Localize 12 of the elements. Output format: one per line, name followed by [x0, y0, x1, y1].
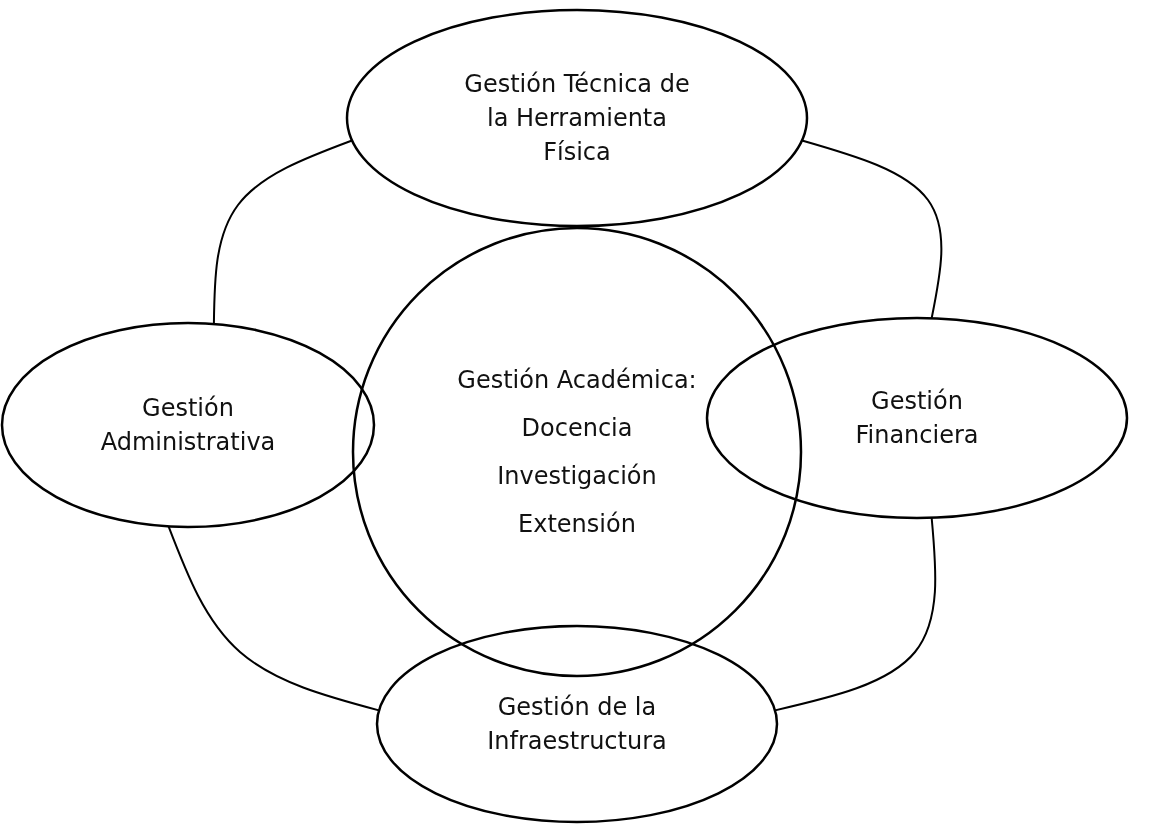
node-label: Gestión de la Infraestructura	[486, 692, 668, 757]
node-label: Gestión Técnica de la Herramienta Física	[463, 69, 691, 168]
node-label: Gestión Financiera	[854, 386, 980, 451]
connector-arc	[212, 139, 354, 325]
node-label: Docencia	[521, 413, 633, 444]
node-label: Extensión	[518, 509, 636, 540]
connector-arc	[774, 516, 937, 712]
node-label: Investigación	[497, 461, 657, 492]
connector-arc	[167, 525, 380, 712]
connector-arc	[800, 139, 943, 320]
node-heading: Gestión Académica:	[457, 365, 697, 396]
node-label: Gestión Administrativa	[99, 393, 277, 458]
